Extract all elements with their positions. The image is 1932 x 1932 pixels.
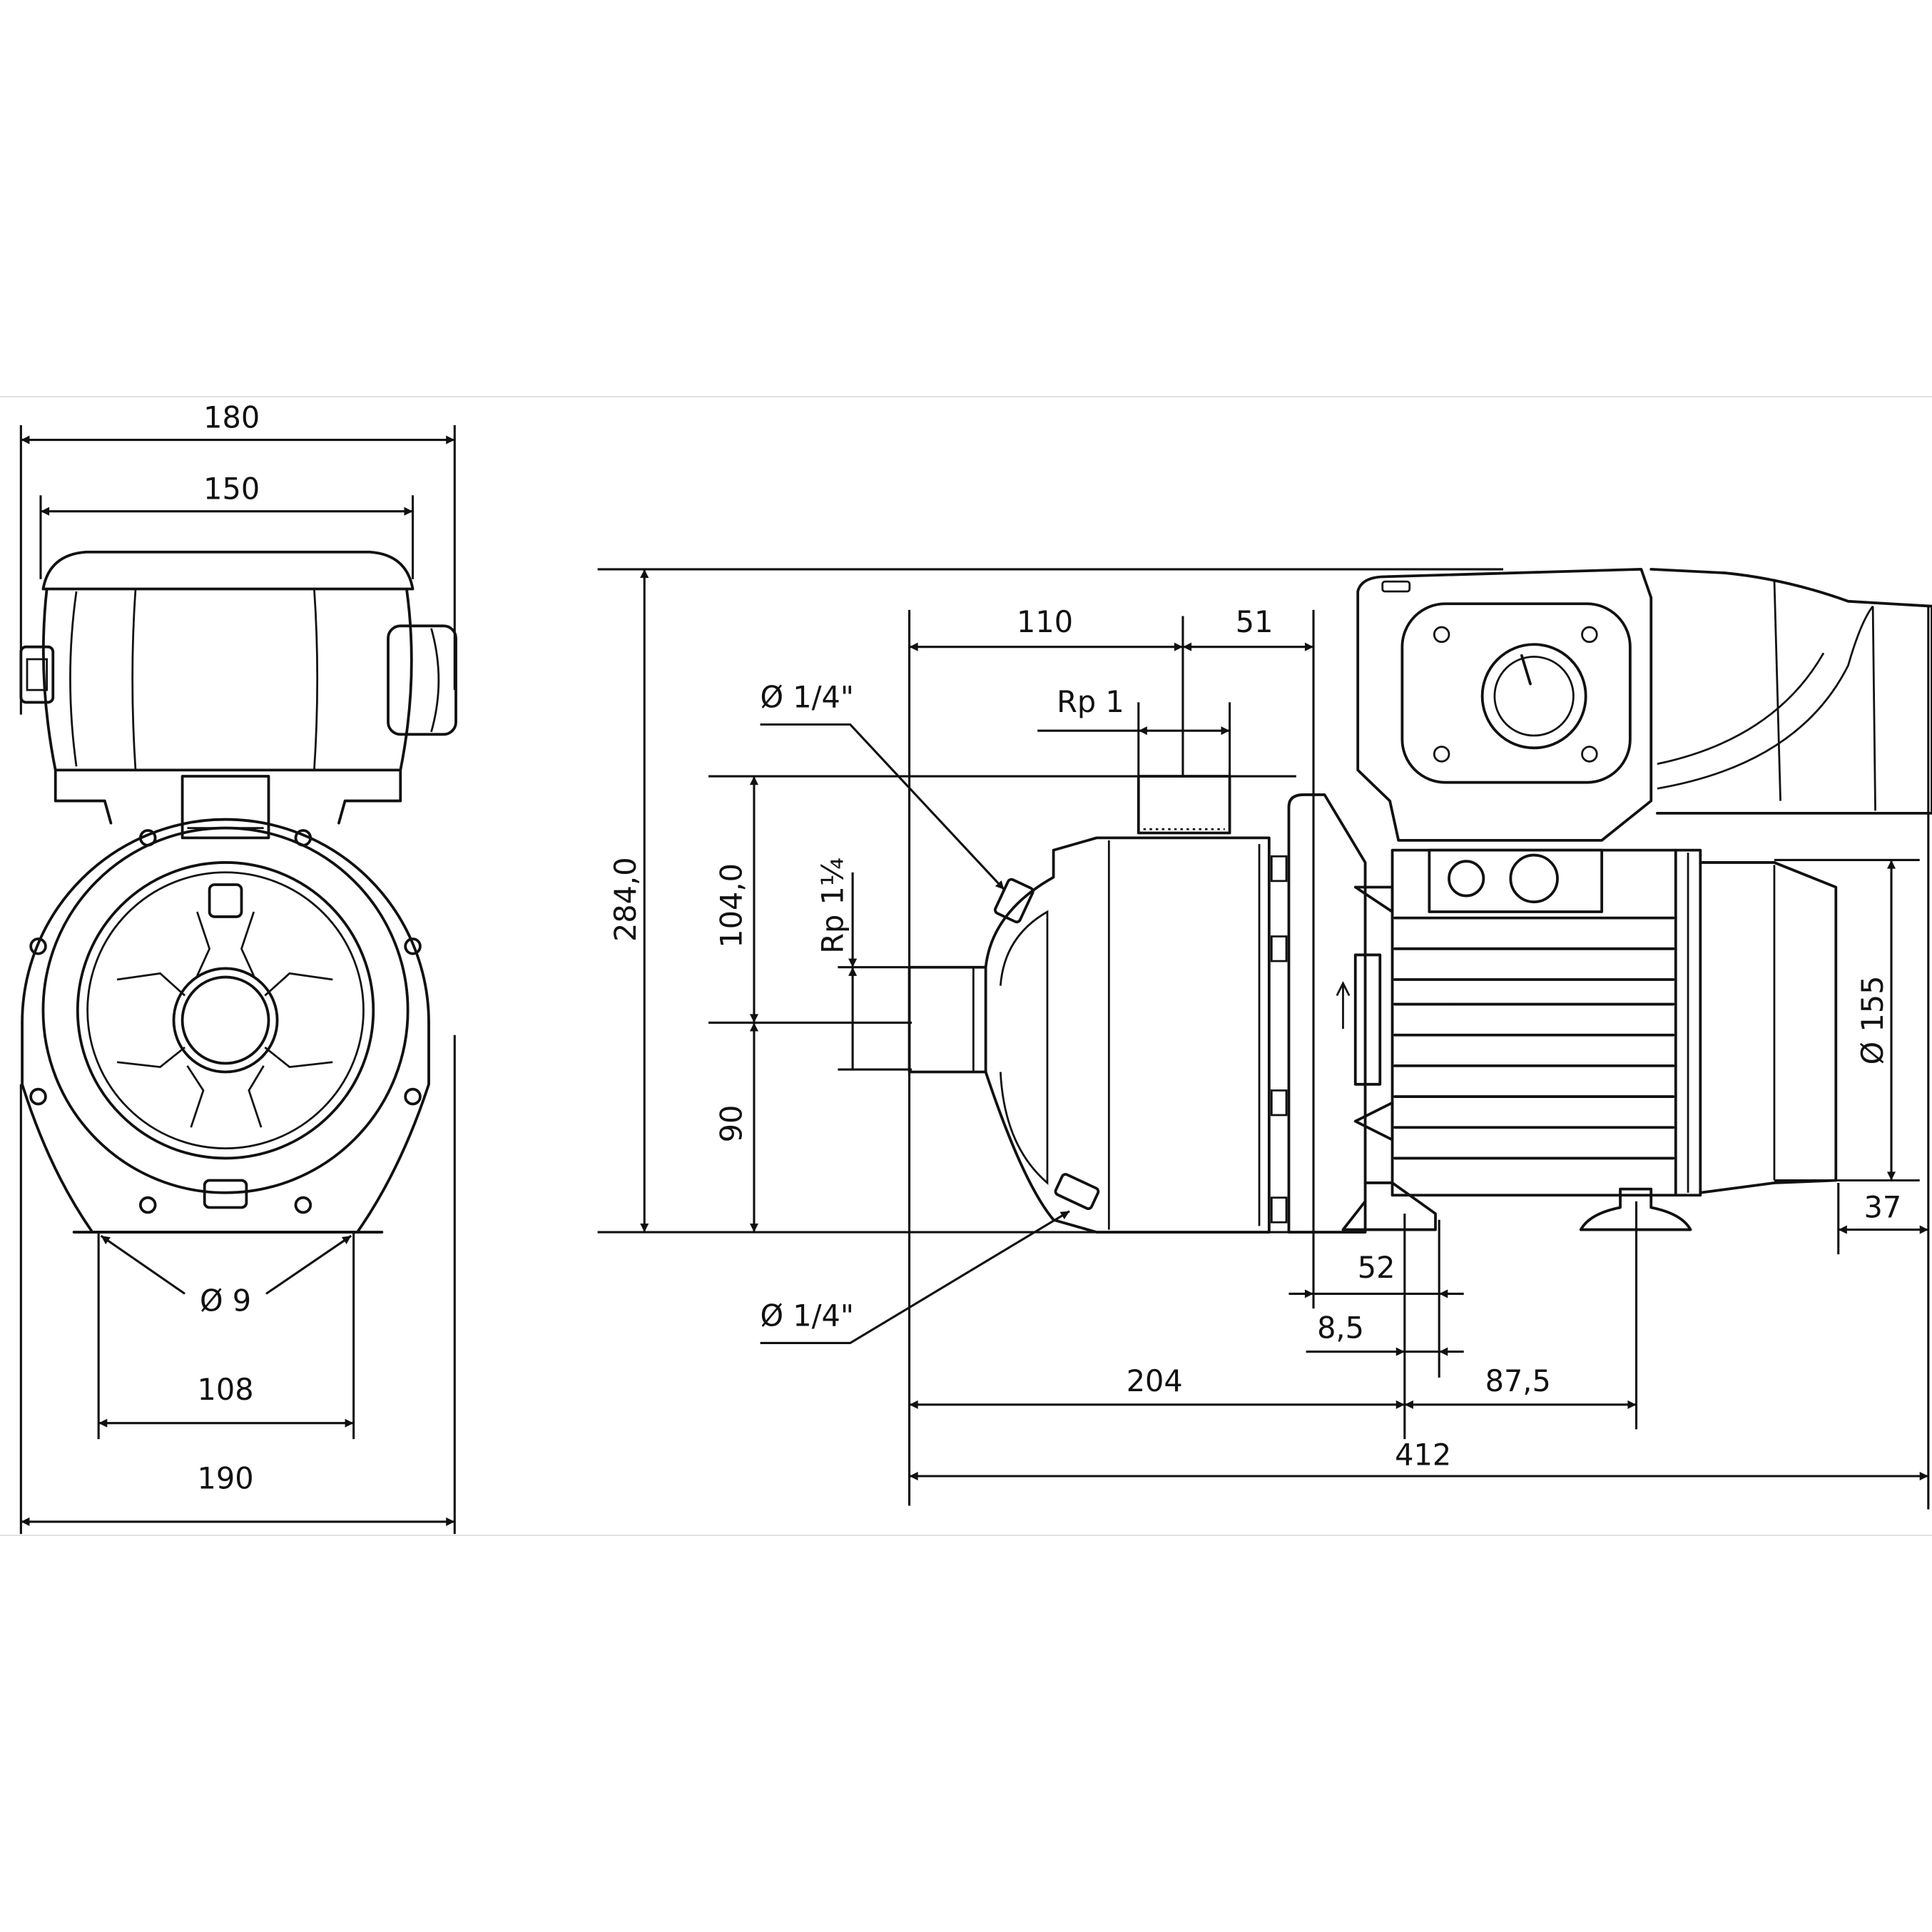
dim-label-vent: Ø 1/4"	[760, 680, 854, 714]
side-view: 284,0 104,0 90 Rp 1¼ 110 51 Rp 1 Ø 1/4" …	[597, 567, 1932, 1510]
dim-label-52: 52	[1358, 1251, 1395, 1285]
dim-label-drain: Ø 1/4"	[760, 1298, 854, 1333]
dim-label-motor-diameter: Ø 155	[1856, 976, 1890, 1065]
dim-label-8-5: 8,5	[1317, 1311, 1364, 1346]
dim-label-87-5: 87,5	[1485, 1364, 1551, 1398]
pump-flange-front	[21, 818, 430, 1234]
dim-label-inlet-thread: Rp 1¼	[815, 858, 850, 954]
dim-label-204: 204	[1127, 1364, 1183, 1398]
dim-label-284: 284,0	[609, 857, 643, 942]
dim-label-hole-diameter: Ø 9	[200, 1284, 251, 1318]
dim-label-51: 51	[1236, 605, 1273, 639]
pump-casing-side	[907, 775, 1367, 1234]
dim-label-108: 108	[198, 1373, 254, 1407]
control-box-side	[1356, 567, 1932, 842]
dim-label-104: 104,0	[715, 863, 749, 948]
dim-label-110: 110	[1017, 605, 1073, 639]
front-view: 180 150	[19, 400, 457, 1535]
dim-label-150: 150	[203, 472, 260, 506]
dim-label-90: 90	[715, 1105, 749, 1143]
dim-label-412: 412	[1395, 1438, 1451, 1472]
motor-side	[1336, 848, 1838, 1231]
terminal-box-front	[19, 550, 457, 840]
dim-label-190: 190	[198, 1461, 254, 1495]
bolt-holes	[29, 829, 422, 1214]
dim-label-180: 180	[203, 400, 260, 434]
dim-label-37: 37	[1864, 1190, 1902, 1224]
dim-label-outlet-thread: Rp 1	[1057, 685, 1124, 719]
